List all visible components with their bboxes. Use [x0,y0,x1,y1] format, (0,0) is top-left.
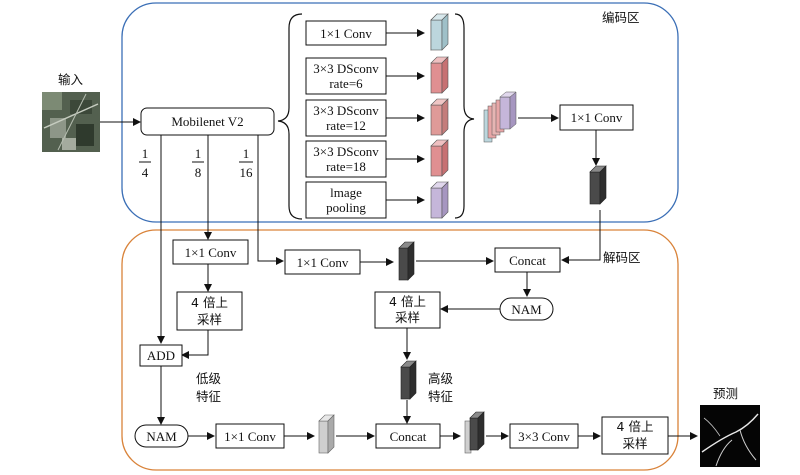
nam-bottom-label: NAM [146,429,177,444]
prediction-image [700,405,760,467]
fraction-quarter: 1 4 [139,146,151,180]
encoder-output-feature [589,165,607,205]
concat-bottom-block [375,423,441,449]
high-level-feature [400,360,417,400]
decoder-upsample-left-line2: 采样 [197,312,222,327]
concat-top-label: Concat [509,253,546,268]
aspp-feature-map-3 [430,98,449,136]
aspp-feature-map-2 [430,56,449,94]
aspp-branch-rate18: 3×3 DSconv rate=18 [305,140,425,178]
svg-text:1: 1 [243,146,250,161]
upsample-final-block [601,416,669,455]
svg-text:3×3 DSconv: 3×3 DSconv [313,103,379,118]
encoder-conv-label: 1×1 Conv [571,110,623,125]
concat-top-block [494,247,561,273]
svg-text:16: 16 [240,165,254,180]
decoder-conv-mid-label: 1×1 Conv [297,255,349,270]
svg-text:8: 8 [195,165,202,180]
svg-text:rate=6: rate=6 [329,76,363,91]
upsample-final-line2: 采样 [622,436,647,451]
add-label: ADD [147,348,175,363]
decoder-conv-low-block [172,239,249,265]
svg-text:pooling: pooling [326,200,366,215]
conv3-label: 3×3 Conv [518,429,570,444]
output-label: 预测 [713,386,738,401]
decoder-upsample-mid-block [374,291,441,329]
decoder-region-label: 解码区 [603,250,641,265]
aspp-branch-rate12: 3×3 DSconv rate=12 [305,99,425,137]
aspp-feature-map-4 [430,139,449,177]
low-feature-line2: 特征 [196,389,222,404]
svg-text:3×3 DSconv: 3×3 DSconv [313,144,379,159]
decoder-upsample-mid-line1: 4 倍上 [389,294,426,309]
decoder-conv-mid-block [284,249,361,275]
aspp-feature-map-1 [430,13,449,51]
decoder-conv-bottom-block [215,423,285,449]
decoder-conv-low-label: 1×1 Conv [185,245,237,260]
aspp-merge-brace [454,13,475,219]
low-level-feature-map [318,414,335,454]
fraction-eighth: 1 8 [192,146,204,180]
decoder-upsample-left-line1: 4 倍上 [191,295,228,310]
svg-text:1: 1 [195,146,202,161]
fraction-sixteenth: 1 16 [239,146,253,180]
decoder-region [121,229,679,471]
encoder-conv-block [559,104,634,131]
concat-bottom-feature [464,411,485,454]
nam-top-label: NAM [511,302,542,317]
svg-text:4: 4 [142,165,149,180]
mobilenet-label: Mobilenet V2 [171,114,243,129]
svg-text:1×1 Conv: 1×1 Conv [320,26,372,41]
aspp-feature-map-5 [430,181,449,219]
aspp-branch-pooling: lmage pooling [305,181,425,219]
input-image [42,92,100,152]
concat-bottom-label: Concat [390,429,427,444]
decoder-upsample-mid-line2: 采样 [395,310,420,325]
aspp-branch-rate6: 3×3 DSconv rate=6 [305,57,425,95]
svg-text:rate=12: rate=12 [326,118,366,133]
svg-text:3×3 DSconv: 3×3 DSconv [313,61,379,76]
high-feature-line2: 特征 [428,389,454,404]
encoder-region-label: 编码区 [602,10,640,25]
aspp-brace [277,13,303,220]
decoder-mid-feature [398,241,415,281]
decoder-upsample-left-block [176,291,243,331]
svg-text:1: 1 [142,146,149,161]
input-label: 输入 [58,72,84,87]
low-feature-line1: 低级 [196,371,222,386]
upsample-final-line1: 4 倍上 [617,419,654,434]
svg-text:rate=18: rate=18 [326,159,366,174]
conv3-block [509,423,579,449]
svg-text:lmage: lmage [330,185,362,200]
encoder-region [121,2,679,223]
high-feature-line1: 高级 [428,371,454,386]
decoder-conv-bottom-label: 1×1 Conv [224,429,276,444]
aspp-branch-1x1: 1×1 Conv [305,20,425,46]
aspp-concat-stack [483,91,517,143]
